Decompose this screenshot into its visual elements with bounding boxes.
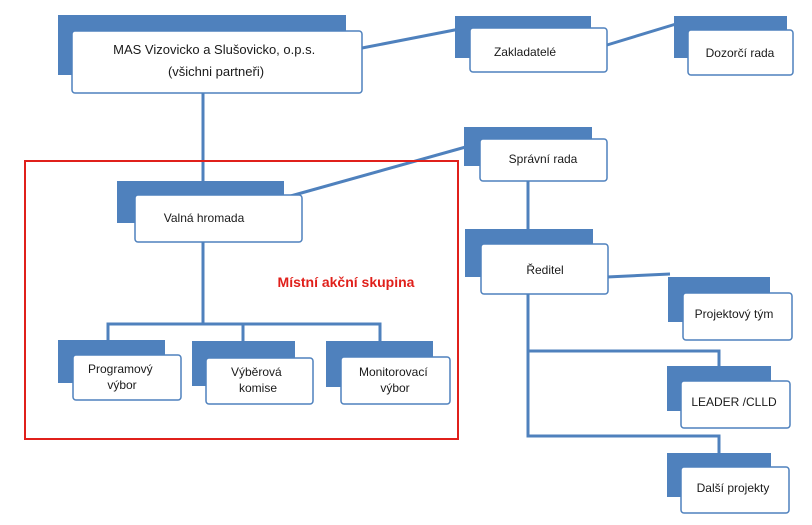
node-monitorovaci-vybor-label: Monitorovací výbor — [359, 365, 431, 395]
local-action-group: Místní akční skupina — [24, 160, 459, 440]
node-dozorci-rada[interactable]: Dozorčí rada — [674, 16, 794, 76]
connector-reditel-leader — [526, 294, 721, 366]
node-dalsi-projekty[interactable]: Další projekty — [667, 453, 790, 514]
node-vyberova-komise[interactable]: Výběrová komise — [192, 341, 314, 405]
node-dozorci-rada-label: Dozorčí rada — [706, 46, 775, 60]
connector-reditel-projektovy-tym — [606, 272, 671, 279]
node-programovy-vybor[interactable]: Programový výbor — [58, 340, 182, 401]
node-zakladatele-label: Zakladatelé — [494, 45, 556, 59]
local-action-group-frame — [24, 160, 459, 440]
node-zakladatele[interactable]: Zakladatelé — [455, 16, 608, 73]
connectors — [106, 22, 721, 453]
node-spravni-rada-label: Správní rada — [509, 152, 578, 166]
node-dalsi-projekty-label: Další projekty — [697, 481, 770, 495]
node-reditel-label: Ředitel — [526, 262, 563, 277]
node-projektovy-tym[interactable]: Projektový tým — [668, 277, 793, 341]
connector-valna-hromada-spravni-rada — [286, 141, 481, 199]
node-spravni-rada[interactable]: Správní rada — [464, 127, 608, 182]
node-leader-clld-label: LEADER /CLLD — [691, 395, 777, 409]
connector-zakladatele-dozorci-rada — [606, 22, 677, 47]
connector-mas-zakladatele — [361, 25, 471, 50]
node-valna-hromada-label: Valná hromada — [164, 211, 245, 225]
node-programovy-vybor-label: Programový výbor — [88, 362, 156, 392]
node-mas-label: MAS Vizovicko a Slušovicko, o.p.s. (všic… — [113, 42, 319, 79]
local-action-group-label: Místní akční skupina — [278, 274, 415, 290]
node-monitorovaci-vybor[interactable]: Monitorovací výbor — [326, 341, 451, 405]
node-mas[interactable]: MAS Vizovicko a Slušovicko, o.p.s. (všic… — [58, 15, 363, 94]
node-leader-clld[interactable]: LEADER /CLLD — [667, 366, 791, 429]
node-vyberova-komise-label: Výběrová komise — [231, 365, 285, 395]
node-valna-hromada[interactable]: Valná hromada — [117, 181, 303, 243]
connector-reditel-dalsi-projekty — [526, 351, 721, 453]
node-projektovy-tym-label: Projektový tým — [695, 307, 774, 321]
node-reditel[interactable]: Ředitel — [465, 229, 609, 295]
